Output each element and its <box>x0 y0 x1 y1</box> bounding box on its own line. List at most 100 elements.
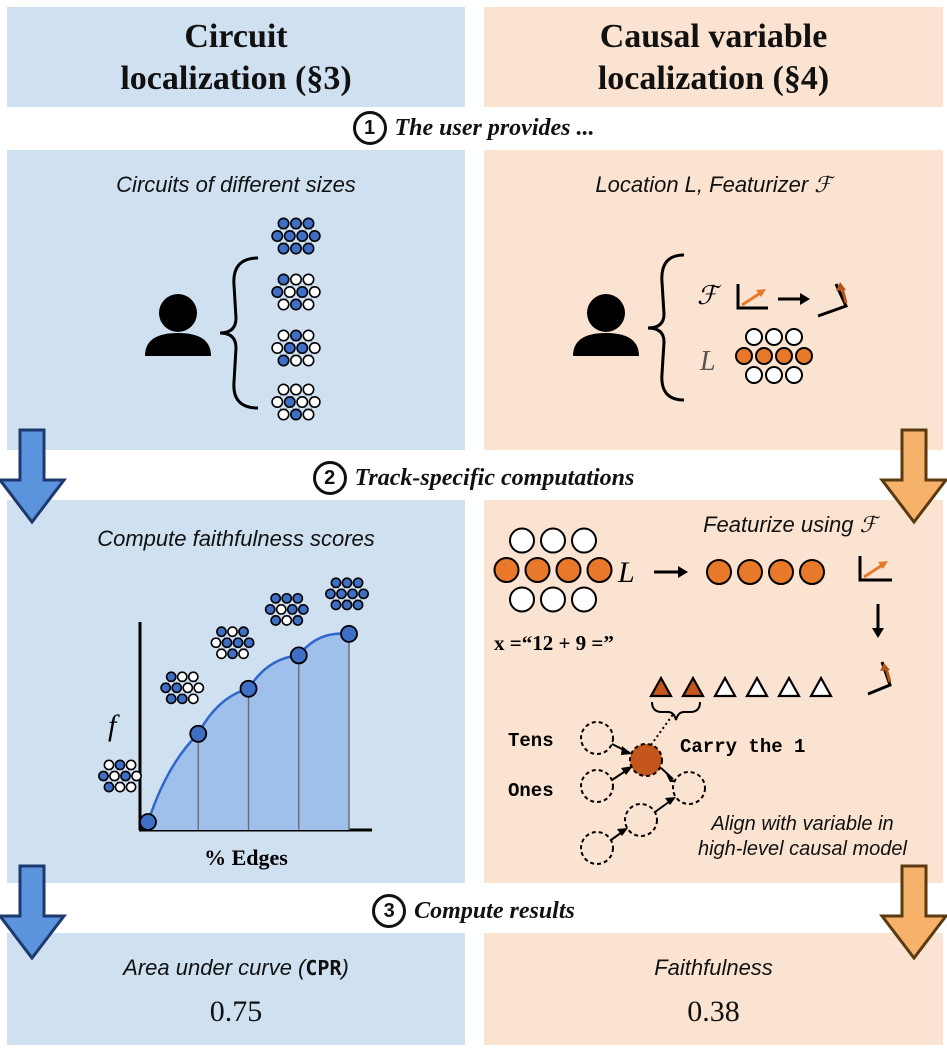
left-result-caption: Area under curve (CPR) <box>7 955 465 981</box>
featurize-arrow <box>654 566 688 578</box>
neuron <box>289 354 302 367</box>
neuron <box>358 588 369 600</box>
data-point <box>139 813 157 831</box>
neuron <box>271 285 284 298</box>
location-neuron <box>509 527 535 554</box>
input-expression: x =“12 + 9 =” <box>494 631 614 655</box>
step-1-label: The user provides ... <box>394 114 595 141</box>
location-neuron <box>540 586 566 613</box>
neuron <box>238 648 249 660</box>
circuit-marker <box>160 671 205 705</box>
location-symbol-2: L <box>617 556 635 589</box>
circuit-icon-3 <box>271 329 321 367</box>
sum-node <box>672 771 706 805</box>
right-featurize-caption: Featurize using ℱ <box>703 512 877 537</box>
result-caption-metric: CPR <box>305 956 342 980</box>
neuron <box>131 770 142 782</box>
featurizer-axes-icon <box>736 284 768 310</box>
faithfulness-chart: f % Edges <box>98 577 372 870</box>
data-point <box>189 724 208 743</box>
circuit-icon-2 <box>271 273 321 311</box>
neuron <box>302 408 315 421</box>
left-title: Circuit localization (§3) <box>7 16 465 100</box>
neuron <box>125 781 137 793</box>
neuron <box>289 273 302 286</box>
location-neuron <box>540 527 566 554</box>
featurizer-arrow-icon <box>778 293 810 305</box>
neuron <box>292 592 304 604</box>
left-title-line1: Circuit <box>184 18 288 55</box>
left-arrow-2 <box>0 864 68 961</box>
location-symbol: L <box>699 346 716 377</box>
neuron <box>216 648 227 660</box>
location-neuron <box>765 366 783 384</box>
feature-triangle-active <box>681 675 705 698</box>
neuron <box>302 354 315 367</box>
tens-node <box>580 721 614 755</box>
neuron <box>289 298 302 311</box>
step-3: 3 Compute results <box>0 889 947 933</box>
neuron <box>281 615 293 626</box>
neuron <box>325 588 336 600</box>
step-3-number: 3 <box>372 894 407 928</box>
neuron <box>171 682 183 694</box>
neuron <box>103 781 115 793</box>
neuron <box>302 273 315 286</box>
feature-triangle <box>777 675 801 698</box>
neuron <box>281 592 293 604</box>
neuron <box>216 626 227 638</box>
neuron <box>296 230 309 243</box>
circuit-stack <box>271 217 321 421</box>
result-caption-post: ) <box>341 955 349 980</box>
neuron <box>165 693 177 705</box>
location-neuron-active <box>555 557 582 583</box>
location-neuron-active <box>493 557 520 583</box>
circuit-icon-1 <box>271 217 321 255</box>
feature-triangle <box>809 675 833 698</box>
left-provides-caption: Circuits of different sizes <box>116 172 356 197</box>
ones-node <box>580 769 614 803</box>
neuron <box>271 395 284 408</box>
left-title-panel <box>7 7 465 107</box>
neuron <box>296 341 309 354</box>
neuron <box>286 604 298 615</box>
location-neuron <box>745 366 763 384</box>
location-neuron <box>509 586 535 613</box>
feature-triangles <box>649 675 833 698</box>
left-result-value: 0.75 <box>209 995 263 1028</box>
neuron <box>277 383 290 396</box>
neuron <box>125 759 137 771</box>
neuron <box>302 217 315 230</box>
neuron <box>277 217 290 230</box>
neuron <box>289 408 302 421</box>
neuron <box>341 577 353 589</box>
location-neuron <box>571 586 597 613</box>
neuron <box>270 592 282 604</box>
neuron <box>308 341 321 354</box>
neuron <box>187 671 199 683</box>
left-user-icon <box>145 294 211 356</box>
right-result-caption: Faithfulness <box>654 955 773 980</box>
featurized-axes-icon <box>858 556 892 582</box>
neuron <box>182 682 194 694</box>
neuron <box>176 693 188 705</box>
neuron <box>297 604 309 615</box>
circuit-marker <box>325 577 369 611</box>
right-arrow-2 <box>878 864 947 961</box>
y-axis-label: f <box>108 709 120 742</box>
location-neuron-active <box>735 347 753 365</box>
neuron <box>302 298 315 311</box>
circuit-marker <box>210 626 255 660</box>
neuron <box>210 637 222 649</box>
data-point <box>239 679 258 698</box>
neuron <box>187 693 199 705</box>
neuron <box>296 285 309 298</box>
neuron <box>109 770 120 782</box>
neuron <box>308 285 321 298</box>
featurized-neuron <box>706 559 732 585</box>
carry-label: Carry the 1 <box>680 736 805 758</box>
location-neuron-active <box>795 347 813 365</box>
right-brace <box>647 253 685 402</box>
triangle-brace <box>651 701 701 721</box>
step-1: 1 The user provides ... <box>0 106 947 150</box>
